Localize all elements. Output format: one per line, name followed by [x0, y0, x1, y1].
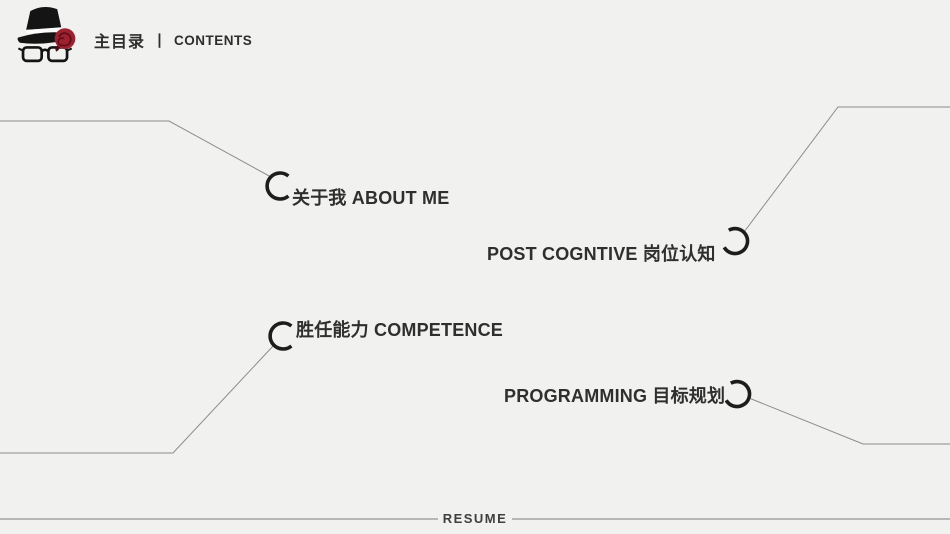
ring-icon-programming [724, 379, 752, 409]
footer-rule-left [0, 518, 438, 520]
footer-label: RESUME [442, 511, 508, 526]
page-title: 主目录 丨 CONTENTS [94, 28, 252, 52]
connector-line-post-cognitive [743, 106, 950, 233]
page-title-cn: 主目录 [94, 34, 146, 51]
ring-icon-post-cognitive [722, 226, 750, 256]
menu-item-post-cognitive[interactable]: POST COGNTIVE 岗位认知 [487, 244, 716, 264]
header: 主目录 丨 CONTENTS [16, 6, 252, 64]
connector-line-competence [0, 344, 275, 454]
ring-icon-about-me [265, 171, 290, 201]
menu-item-about-me[interactable]: 关于我 ABOUT ME [292, 188, 450, 208]
connector-line-about-me [0, 120, 272, 178]
title-separator: 丨 [152, 32, 168, 50]
menu-item-competence[interactable]: 胜任能力 COMPETENCE [296, 320, 504, 340]
ring-icon-competence [268, 321, 293, 351]
connector-line-programming [748, 397, 950, 445]
hat-glasses-rose-logo [17, 6, 76, 63]
menu-item-programming[interactable]: PROGRAMMING 目标规划 [504, 386, 726, 406]
footer-rule-right [512, 518, 950, 520]
page-title-en: CONTENTS [174, 32, 253, 48]
